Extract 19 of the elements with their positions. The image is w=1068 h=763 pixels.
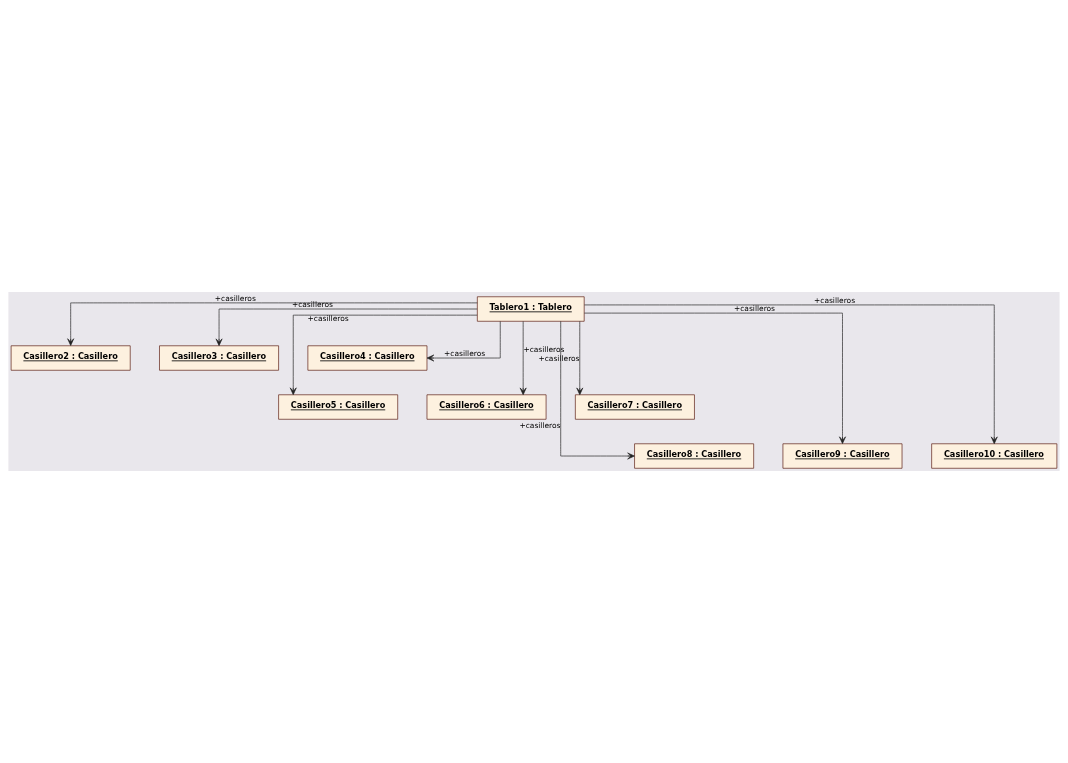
arrow — [215, 308, 478, 346]
node-box: Casillero3 : Casillero — [159, 345, 279, 371]
node-box: Casillero10 : Casillero — [931, 443, 1058, 469]
node-box: Tablero1 : Tablero — [477, 296, 585, 322]
arrow — [426, 321, 501, 362]
node-box: Casillero9 : Casillero — [782, 443, 903, 469]
arrow — [584, 312, 846, 444]
node-box: Casillero8 : Casillero — [634, 443, 754, 469]
arrow — [584, 304, 998, 444]
node-box: Casillero7 : Casillero — [575, 394, 695, 420]
arrow — [576, 321, 584, 396]
arrow — [519, 321, 527, 396]
node-box: Casillero4 : Casillero — [307, 345, 428, 371]
node-box: Casillero6 : Casillero — [426, 394, 547, 420]
arrow — [560, 320, 635, 460]
arrow — [67, 302, 478, 346]
node-box: Casillero5 : Casillero — [278, 394, 399, 420]
node-box: Casillero2 : Casillero — [10, 345, 131, 371]
arrow — [289, 314, 478, 395]
